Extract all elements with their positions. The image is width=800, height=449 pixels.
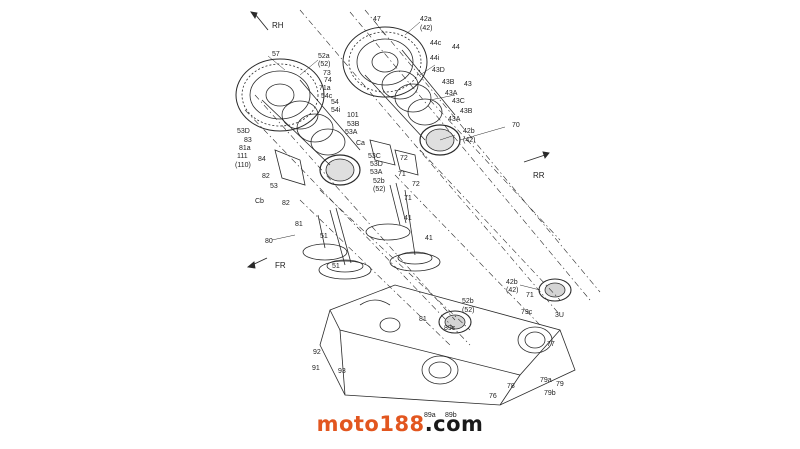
reference-numeral: 72 <box>412 181 420 188</box>
reference-numeral: 78 <box>507 383 515 390</box>
reference-numeral: 79a <box>540 377 552 384</box>
reference-numeral: 44i <box>430 55 440 62</box>
reference-numeral: 57 <box>272 51 280 58</box>
reference-numeral: 54c <box>321 93 333 100</box>
reference-numeral: 54 <box>331 99 339 106</box>
reference-numeral: 70 <box>512 122 520 129</box>
watermark: moto188.com <box>0 412 800 436</box>
reference-numeral: 83 <box>244 137 252 144</box>
reference-numeral: 84 <box>258 156 266 163</box>
reference-numeral: 41 <box>425 235 433 242</box>
reference-numeral: 52b <box>373 178 385 185</box>
reference-numeral: 73 <box>323 70 331 77</box>
reference-numeral: 43A <box>445 90 458 97</box>
reference-numeral: 51 <box>332 263 340 270</box>
reference-numeral: 43B <box>460 108 473 115</box>
reference-numeral: 52b <box>462 298 474 305</box>
reference-numeral: 43C <box>452 98 465 105</box>
roller-bearings <box>438 278 572 334</box>
reference-numeral: 53D <box>237 128 250 135</box>
reference-numeral: 51 <box>320 233 328 240</box>
direction-fr-label: FR <box>275 261 286 270</box>
direction-rh-label: RH <box>272 21 284 30</box>
reference-numeral: 53 <box>270 183 278 190</box>
reference-numeral: 79 <box>556 381 564 388</box>
reference-numeral: 81 <box>295 221 303 228</box>
reference-numeral: (42) <box>506 287 518 294</box>
reference-numeral: (42) <box>463 137 475 144</box>
reference-numeral: 41 <box>404 215 412 222</box>
reference-numeral: 74 <box>324 77 332 84</box>
cam-holder-block <box>319 284 576 406</box>
reference-numeral: 43D <box>432 67 445 74</box>
direction-rr-label: RR <box>533 171 545 180</box>
reference-numeral: 44 <box>452 44 460 51</box>
rocker-arms <box>274 139 419 186</box>
reference-numeral: 53A <box>345 129 358 136</box>
reference-numeral: 89a <box>424 412 436 419</box>
reference-numeral: 71 <box>404 195 412 202</box>
reference-numeral: 43B <box>442 79 455 86</box>
watermark-brand: moto188 <box>316 412 425 436</box>
reference-numeral: 71 <box>526 292 534 299</box>
reference-numeral: Cb <box>255 198 264 205</box>
reference-numeral: 47 <box>373 16 381 23</box>
reference-numeral: (52) <box>373 186 385 193</box>
reference-numeral: 81a <box>239 145 251 152</box>
reference-numeral: 77 <box>547 341 555 348</box>
reference-numeral: 53C <box>368 153 381 160</box>
right-cam-gear <box>342 26 428 98</box>
watermark-domain: .com <box>424 412 484 436</box>
reference-numeral: 42a <box>420 16 432 23</box>
reference-numeral: 53A <box>370 169 383 176</box>
reference-numeral: 111 <box>237 153 248 160</box>
reference-numeral: Ca <box>356 140 365 147</box>
reference-numeral: (52) <box>318 61 330 68</box>
reference-numeral: 89b <box>445 412 457 419</box>
reference-numeral: 3U <box>555 312 564 319</box>
reference-numeral: 93 <box>338 368 346 375</box>
reference-numeral: 42b <box>506 279 518 286</box>
reference-numeral: 52a <box>318 53 330 60</box>
dashed-axis-lines <box>244 9 601 346</box>
reference-numeral: 53D <box>370 161 383 168</box>
reference-numeral: (42) <box>420 25 432 32</box>
reference-numeral: 92 <box>313 349 321 356</box>
intake-valves <box>302 182 441 280</box>
reference-numeral: 43A <box>448 116 461 123</box>
reference-numeral: (110) <box>235 162 251 169</box>
reference-numeral: 82 <box>262 173 270 180</box>
reference-numeral: 80 <box>265 238 273 245</box>
leader-lines <box>267 21 541 291</box>
reference-numeral: 71a <box>319 85 331 92</box>
reference-numeral: 82 <box>282 200 290 207</box>
reference-numeral: (52) <box>462 307 474 314</box>
reference-numeral: 101 <box>347 112 359 119</box>
direction-arrows <box>246 11 550 269</box>
reference-numeral: 54i <box>331 107 341 114</box>
reference-numeral: 89c <box>444 325 456 332</box>
reference-numeral: 91 <box>312 365 320 372</box>
reference-numeral: 72 <box>400 155 408 162</box>
reference-numeral: 79b <box>544 390 556 397</box>
reference-numeral: 43 <box>464 81 472 88</box>
reference-numeral: 81 <box>419 316 427 323</box>
reference-numeral: 44c <box>430 40 442 47</box>
reference-numeral: 79c <box>521 309 533 316</box>
left-cam-gear <box>235 58 325 132</box>
left-camshaft <box>261 79 361 186</box>
reference-numeral: 53B <box>347 121 360 128</box>
reference-numeral: 76 <box>489 393 497 400</box>
reference-numeral: 42b <box>463 128 475 135</box>
reference-numeral: 71 <box>398 171 406 178</box>
